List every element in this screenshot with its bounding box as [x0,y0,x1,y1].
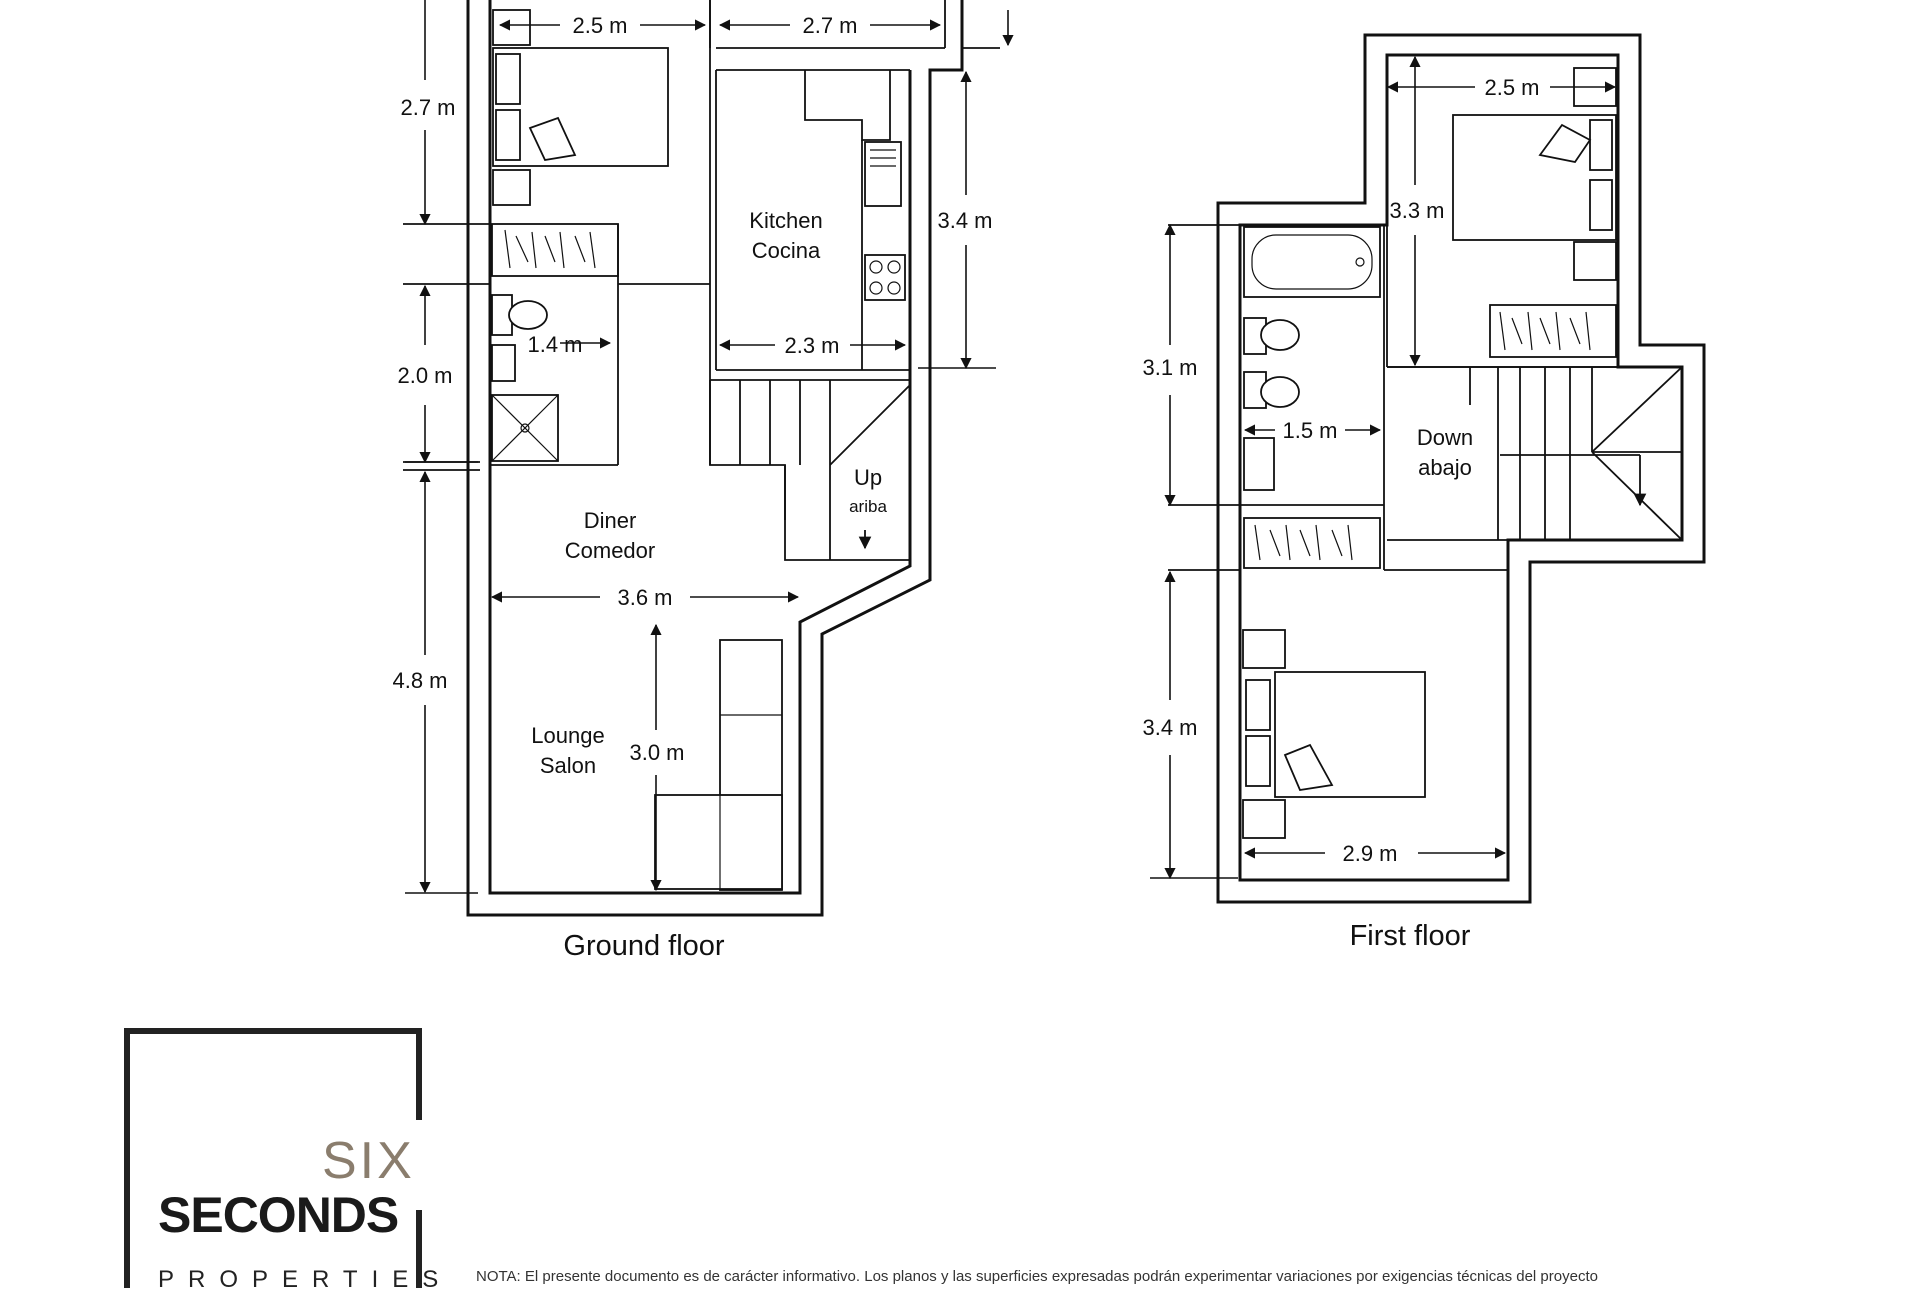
dim-bathroom-depth-ff: 3.1 m [1142,355,1197,380]
stairs-up-label: Up [854,465,882,490]
bathroom-sink-icon [1243,437,1275,491]
dim-main-depth: 4.8 m [392,668,447,693]
cooktop-icon [864,254,906,301]
dim-kitchen-top-width: 2.7 m [802,13,857,38]
stairs-up-label-es: ariba [849,497,887,516]
bed-icon [492,47,669,167]
lounge-label-en: Lounge [531,723,604,748]
sink-icon [864,141,902,207]
dim-bathroom-width-ff: 1.5 m [1282,418,1337,443]
dim-bathroom-depth: 2.0 m [397,363,452,388]
ground-floor-inner-wall [488,0,912,895]
bathtub-icon [1243,226,1381,298]
first-floor-labels: 2.5 m 3.3 m 3.1 m 1.5 m 3.4 m 2.9 m Down… [1142,75,1539,952]
first-floor-dimensions [1150,55,1617,880]
diner-label-en: Diner [584,508,637,533]
dim-bedroom2-width: 2.9 m [1342,841,1397,866]
disclaimer-note: NOTA: El presente documento es de caráct… [476,1268,1598,1285]
ground-floor-labels: 2.5 m 2.7 m 2.7 m 3.4 m 2.3 m 2.0 m 1.4 … [392,13,992,962]
dim-kitchen-depth: 3.4 m [937,208,992,233]
diner-label-es: Comedor [565,538,655,563]
dim-bathroom-width: 1.4 m [527,332,582,357]
dim-diner-width: 3.6 m [617,585,672,610]
dim-bedroom1-width: 2.5 m [1484,75,1539,100]
ground-floor-title: Ground floor [563,930,725,962]
stairs-down-label-es: abajo [1418,455,1472,480]
wardrobe-icon [1243,517,1381,569]
ground-floor-outer-wall [466,0,964,917]
lounge-label-es: Salon [540,753,596,778]
wardrobe-icon [491,223,619,277]
logo-six-text: SIX [322,1132,415,1190]
dim-bedroom1-depth: 3.3 m [1389,198,1444,223]
dim-bedroom2-depth: 3.4 m [1142,715,1197,740]
kitchen-label-es: Cocina [752,238,821,263]
kitchen-label-en: Kitchen [749,208,822,233]
ground-floor-dimensions [405,0,1014,894]
bed-icon [1452,114,1617,241]
logo-properties-text: PROPERTIES [158,1266,453,1293]
dim-bedroom-depth: 2.7 m [400,95,455,120]
dim-sofa-length: 3.0 m [629,740,684,765]
ground-floor-plan [403,0,1000,917]
logo-frame-gap [414,1120,428,1210]
bathroom-sink-icon [491,344,516,382]
first-floor-plan [1168,33,1706,904]
first-floor-title: First floor [1350,920,1471,952]
logo-seconds-text: SECONDS [158,1187,399,1243]
stairs-down-label: Down [1417,425,1473,450]
first-floor-outer-wall [1216,33,1706,904]
dim-bedroom-width: 2.5 m [572,13,627,38]
dim-kitchen-width: 2.3 m [784,333,839,358]
wardrobe-icon [1489,304,1617,358]
